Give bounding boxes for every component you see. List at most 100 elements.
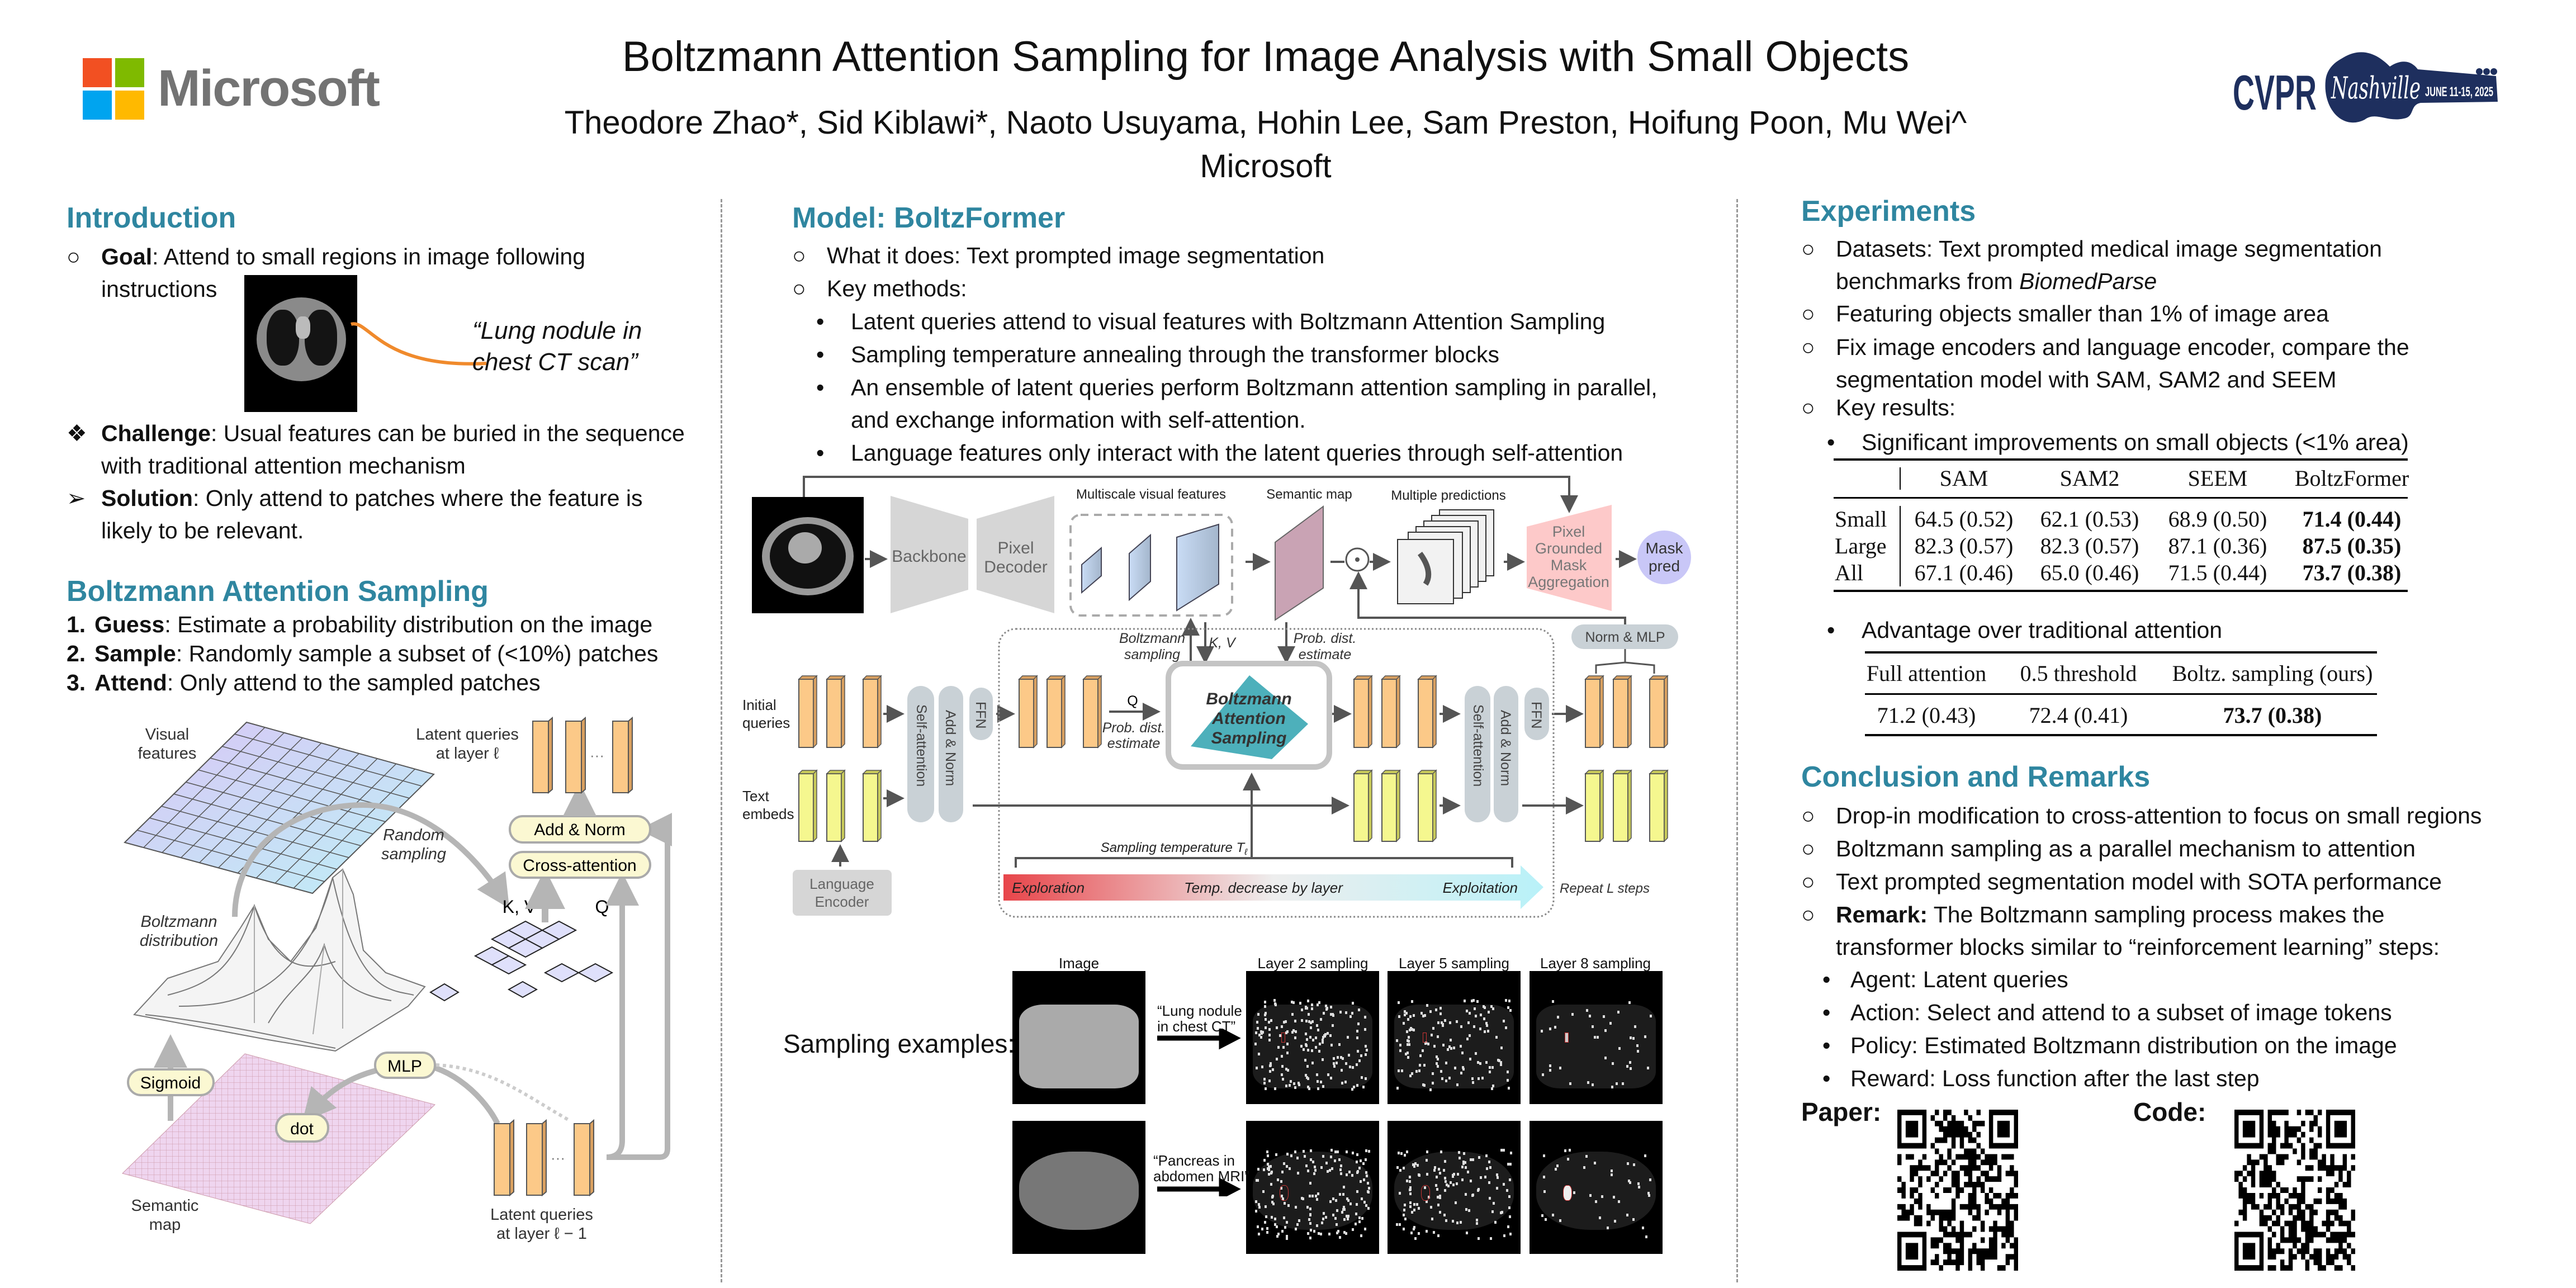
challenge-description: : Usual features can be buried in the se…: [101, 420, 685, 479]
bas-label: Attention: [1211, 709, 1286, 728]
token-bar-side: [826, 675, 846, 749]
exploitation-label: Exploitation: [1443, 879, 1518, 896]
code-label: Code:: [2133, 1097, 2206, 1126]
prob-dist-label: Prob. dist.: [1102, 720, 1166, 736]
bullet-icon: •: [816, 440, 825, 466]
conclusion-text: Drop-in modification to cross-attention …: [1836, 803, 2482, 828]
latent-queries-label: Latent queries: [416, 726, 519, 744]
table-top-rule: [1865, 651, 2377, 654]
boltzmann-distribution-mesh: [133, 868, 426, 1052]
bullet-icon: •: [1822, 1000, 1831, 1025]
add-norm-pill: Add & Norm: [509, 815, 651, 844]
prompt-line: “Pancreas in: [1153, 1152, 1235, 1169]
section-heading-conclusion: Conclusion and Remarks: [1801, 761, 2151, 793]
pixel-grounded-mask-aggregation-block: Pixel Grounded Mask Aggregation: [1527, 505, 1612, 611]
column-header: SAM: [1939, 466, 1988, 491]
cvpr-wordmark: CVPR: [2233, 65, 2317, 120]
table-cell: 73.7 (0.38): [2223, 703, 2322, 728]
row-label: All: [1835, 560, 1864, 585]
table-bottom-rule: [1865, 734, 2377, 736]
what-it-does-item: ○What it does: Text prompted image segme…: [792, 239, 1324, 272]
add-norm-label: Add & Norm: [534, 821, 625, 839]
sampling-header-layer5: Layer 5 sampling: [1399, 955, 1509, 972]
token-bar: [1353, 773, 1369, 842]
rl-text: Agent: Latent queries: [1850, 967, 2068, 992]
language-encoder-label: Language: [809, 875, 874, 892]
token-bar: [1585, 679, 1600, 748]
self-attention-label: Self-attention: [913, 704, 929, 787]
token-bar: [1381, 773, 1397, 842]
paper-qr-code[interactable]: [1897, 1110, 2018, 1271]
token-bar: [1083, 679, 1098, 748]
mlp-dotted-link: [435, 1063, 571, 1123]
bullet-icon: •: [816, 309, 825, 334]
multiscale-feature-maps: [1081, 523, 1219, 612]
sampling-header-image: Image: [1058, 955, 1100, 972]
conclusion-text: Text prompted segmentation model with SO…: [1836, 869, 2442, 894]
backbone-block: Backbone: [891, 496, 968, 613]
semantic-map-label: Semantic: [131, 1197, 199, 1215]
method-bullet: • Latent queries attend to visual feature…: [816, 305, 1688, 338]
table-cell: 71.5 (0.44): [2168, 560, 2267, 585]
text-embeds-label: Text: [742, 788, 769, 804]
method-text: Latent queries attend to visual features…: [851, 309, 1606, 334]
challenge-label: Challenge: [101, 420, 211, 446]
token-bar-side: [1046, 675, 1066, 749]
multiple-predictions-stack: [1397, 509, 1494, 604]
self-attention-pill-1: Self-attention: [907, 686, 934, 822]
latent-queries-label: Latent queries: [490, 1206, 593, 1224]
semantic-map-label: Semantic map: [1266, 487, 1352, 502]
column-header: BoltzFormer: [2294, 466, 2409, 491]
experiment-text: Datasets: Text prompted medical image se…: [1836, 233, 2461, 297]
column-header: Boltz. sampling (ours): [2172, 661, 2373, 686]
latent-queries-label: at layer ℓ: [436, 745, 499, 763]
row-label: Small: [1835, 506, 1887, 532]
boltzmann-distribution-label: distribution: [140, 932, 218, 950]
sampling-map-image: [1530, 971, 1663, 1104]
self-attention-pill-2: Self-attention: [1465, 686, 1490, 822]
table-vertical-rule: [1900, 506, 1901, 586]
section-heading-model: Model: BoltzFormer: [792, 202, 1066, 234]
token-bar-side: [1381, 769, 1401, 842]
pgma-label: Mask: [1551, 557, 1587, 574]
ellipsis: ···: [590, 747, 604, 764]
conclusion-item: ○Text prompted segmentation model with S…: [1801, 865, 2442, 898]
boltzmann-attention-sampling-block: Boltzmann Attention Sampling: [1166, 661, 1332, 770]
token-bar: [798, 679, 814, 748]
dot-label: dot: [290, 1120, 314, 1138]
token-bar: [863, 679, 878, 748]
right-arrow-icon: [1157, 1177, 1241, 1196]
experiment-item: ○Fix image encoders and language encoder…: [1801, 331, 2461, 396]
self-attention-label: Self-attention: [1470, 704, 1486, 787]
visual-features-label: features: [138, 745, 197, 763]
circle-bullet-icon: ○: [1801, 803, 1815, 828]
visual-features-plane: [124, 721, 435, 894]
step-guess: 1.Guess: Estimate a probability distribu…: [67, 608, 652, 641]
initial-queries-label: queries: [742, 714, 790, 731]
rl-text: Action: Select and attend to a subset of…: [1850, 1000, 2392, 1025]
temperature-annealing-arrow: Exploration Temp. decrease by layer Expl…: [1003, 865, 1543, 909]
cross-attention-label: Cross-attention: [523, 856, 636, 875]
conference-dates: JUNE 11-15, 2025: [2425, 84, 2493, 100]
language-encoder-label: Encoder: [815, 893, 869, 910]
add-norm-pill-1: Add & Norm: [939, 686, 963, 822]
multiscale-features-box: [1069, 514, 1233, 617]
token-bar: [1418, 679, 1433, 748]
experiment-text: Featuring objects smaller than 1% of ima…: [1836, 301, 2329, 326]
circle-bullet-icon: ○: [1801, 902, 1815, 927]
column-divider-1: [721, 199, 722, 1282]
experiment-item: ○ Datasets: Text prompted medical image s…: [1801, 233, 2461, 297]
q-label: Q: [595, 897, 609, 917]
token-bar-side: [1353, 675, 1373, 749]
temperature-text: Sampling temperature T: [1101, 840, 1246, 855]
sampling-map-image: [1530, 1121, 1663, 1254]
microsoft-logo: Microsoft: [83, 58, 380, 121]
token-bar-side: [1649, 769, 1669, 842]
code-qr-code[interactable]: [2234, 1110, 2355, 1271]
step-number: 2.: [67, 641, 86, 666]
sigmoid-label: Sigmoid: [140, 1074, 201, 1092]
qr-modules: [2234, 1110, 2355, 1271]
token-bar-side: [1649, 675, 1669, 749]
column-divider-2: [1736, 199, 1738, 1282]
circle-bullet-icon: ○: [1801, 236, 1815, 262]
